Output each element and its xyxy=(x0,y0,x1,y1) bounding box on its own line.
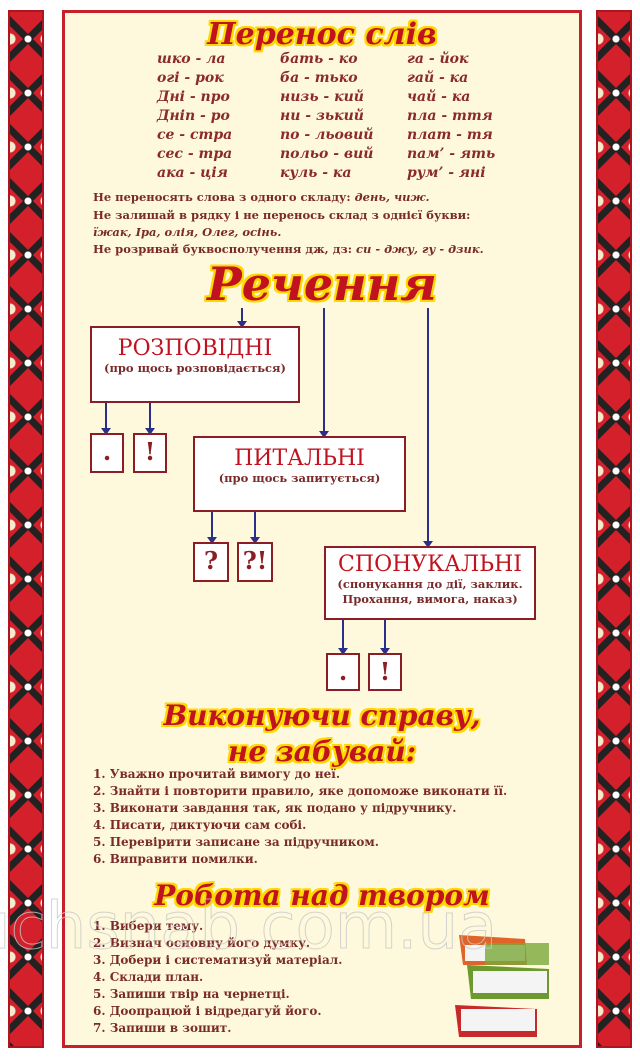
hyphenation-word: пам’ - ять xyxy=(407,146,496,162)
hyphenation-word: низь - кий xyxy=(280,89,364,105)
hyphenation-word: бать - ко xyxy=(280,51,358,67)
type-name: СПОНУКАЛЬНІ xyxy=(338,552,522,577)
mark-period: . xyxy=(326,653,360,691)
mark-question: ? xyxy=(193,542,229,582)
hyphenation-word: огі - рок xyxy=(157,70,224,86)
list-item: 5. Перевірити записане за підручником. xyxy=(93,835,379,849)
hyphenation-word: польо - вий xyxy=(280,146,374,162)
arrow xyxy=(423,308,433,548)
hyphenation-word: Дні - про xyxy=(157,89,230,105)
type-box-narrative: РОЗПОВІДНІ (про щось розповідається) xyxy=(90,326,300,403)
list-item: 3. Добери і систематизуй матеріал. xyxy=(93,953,343,967)
type-name: РОЗПОВІДНІ xyxy=(117,336,273,361)
type-desc: (про щось розповідається) xyxy=(104,361,286,375)
list-item: 3. Виконати завдання так, як подано у пі… xyxy=(93,801,457,815)
list-item: 6. Доопрацюй і відредагуй його. xyxy=(93,1004,322,1018)
hyphenation-word: Дніп - ро xyxy=(157,108,230,124)
hyphenation-word: га - йок xyxy=(407,51,469,67)
embroidery-border-left xyxy=(8,10,44,1048)
rule-text: Не переносять слова з одного складу: xyxy=(93,190,355,204)
rule-3: Не розривай буквосполучення дж, дз: си -… xyxy=(93,242,484,256)
rule-2: Не залишай в рядку і не перенось склад з… xyxy=(93,208,470,222)
rule-example: їжак, Іра, олія, Олег, осінь. xyxy=(93,225,282,239)
list-item: 5. Запиши твір на чернетці. xyxy=(93,987,290,1001)
mark-period: . xyxy=(90,433,124,473)
hyphenation-word: по - льовий xyxy=(280,127,374,143)
hyphenation-word: куль - ка xyxy=(280,165,352,181)
arrow xyxy=(250,512,260,544)
rule-example: си - джу, гу - дзик. xyxy=(355,242,484,256)
hyphenation-word: гай - ка xyxy=(407,70,469,86)
type-desc: (про щось запитується) xyxy=(218,471,381,485)
mark-exclamation: ! xyxy=(368,653,402,691)
arrow xyxy=(338,620,348,655)
essay-title: Робота над твором xyxy=(154,879,490,912)
watermark: uchsnab.com.ua xyxy=(0,890,498,965)
hyphenation-word: чай - ка xyxy=(407,89,471,105)
sentences-title: Речення xyxy=(207,257,437,311)
type-desc: (спонукання до дії, заклик. xyxy=(337,577,523,591)
rule-example: день, чиж. xyxy=(354,190,430,204)
list-item: 4. Склади план. xyxy=(93,970,204,984)
books-illustration xyxy=(455,935,549,1037)
hyphenation-word: пла - ття xyxy=(407,108,493,124)
list-item: 2. Знайти і повторити правило, яке допом… xyxy=(93,784,508,798)
hyphenation-word: се - стра xyxy=(157,127,233,143)
arrow xyxy=(319,308,329,438)
mark-question-exclamation: ?! xyxy=(237,542,273,582)
rule-text: Не розривай буквосполучення дж, дз: xyxy=(93,242,356,256)
arrow xyxy=(145,403,155,435)
list-item: 2. Визнач основну його думку. xyxy=(93,936,311,950)
hyphenation-word: плат - тя xyxy=(407,127,493,143)
arrow xyxy=(101,403,111,435)
type-name: ПИТАЛЬНІ xyxy=(234,446,365,471)
hyphenation-word: сес - тра xyxy=(157,146,233,162)
remember-title-1: Виконуючи справу, xyxy=(163,699,481,732)
hyphenation-word: ака - ція xyxy=(157,165,228,181)
arrow xyxy=(207,512,217,544)
list-item: 1. Вибери тему. xyxy=(93,919,204,933)
rule-text: Не залишай в рядку і не перенось склад з… xyxy=(93,208,471,222)
mark-exclamation: ! xyxy=(133,433,167,473)
hyphenation-title: Перенос слів xyxy=(207,17,437,52)
type-box-imperative: СПОНУКАЛЬНІ (спонукання до дії, заклик. … xyxy=(324,546,536,620)
rule-1: Не переносять слова з одного складу: ден… xyxy=(93,190,430,204)
type-desc: Прохання, вимога, наказ) xyxy=(342,592,518,606)
arrow xyxy=(380,620,390,655)
hyphenation-word: шко - ла xyxy=(157,51,226,67)
hyphenation-word: ба - тько xyxy=(280,70,358,86)
list-item: 6. Виправити помилки. xyxy=(93,852,258,866)
rule-2-example: їжак, Іра, олія, Олег, осінь. xyxy=(93,225,281,239)
list-item: 1. Уважно прочитай вимогу до неї. xyxy=(93,767,341,781)
list-item: 4. Писати, диктуючи сам собі. xyxy=(93,818,307,832)
hyphenation-word: рум’ - яні xyxy=(407,165,486,181)
remember-title-2: не забувай: xyxy=(227,735,417,768)
type-box-interrogative: ПИТАЛЬНІ (про щось запитується) xyxy=(193,436,406,512)
embroidery-border-right xyxy=(596,10,632,1048)
arrow xyxy=(237,308,247,328)
hyphenation-word: ни - зький xyxy=(280,108,364,124)
list-item: 7. Запиши в зошит. xyxy=(93,1021,232,1035)
